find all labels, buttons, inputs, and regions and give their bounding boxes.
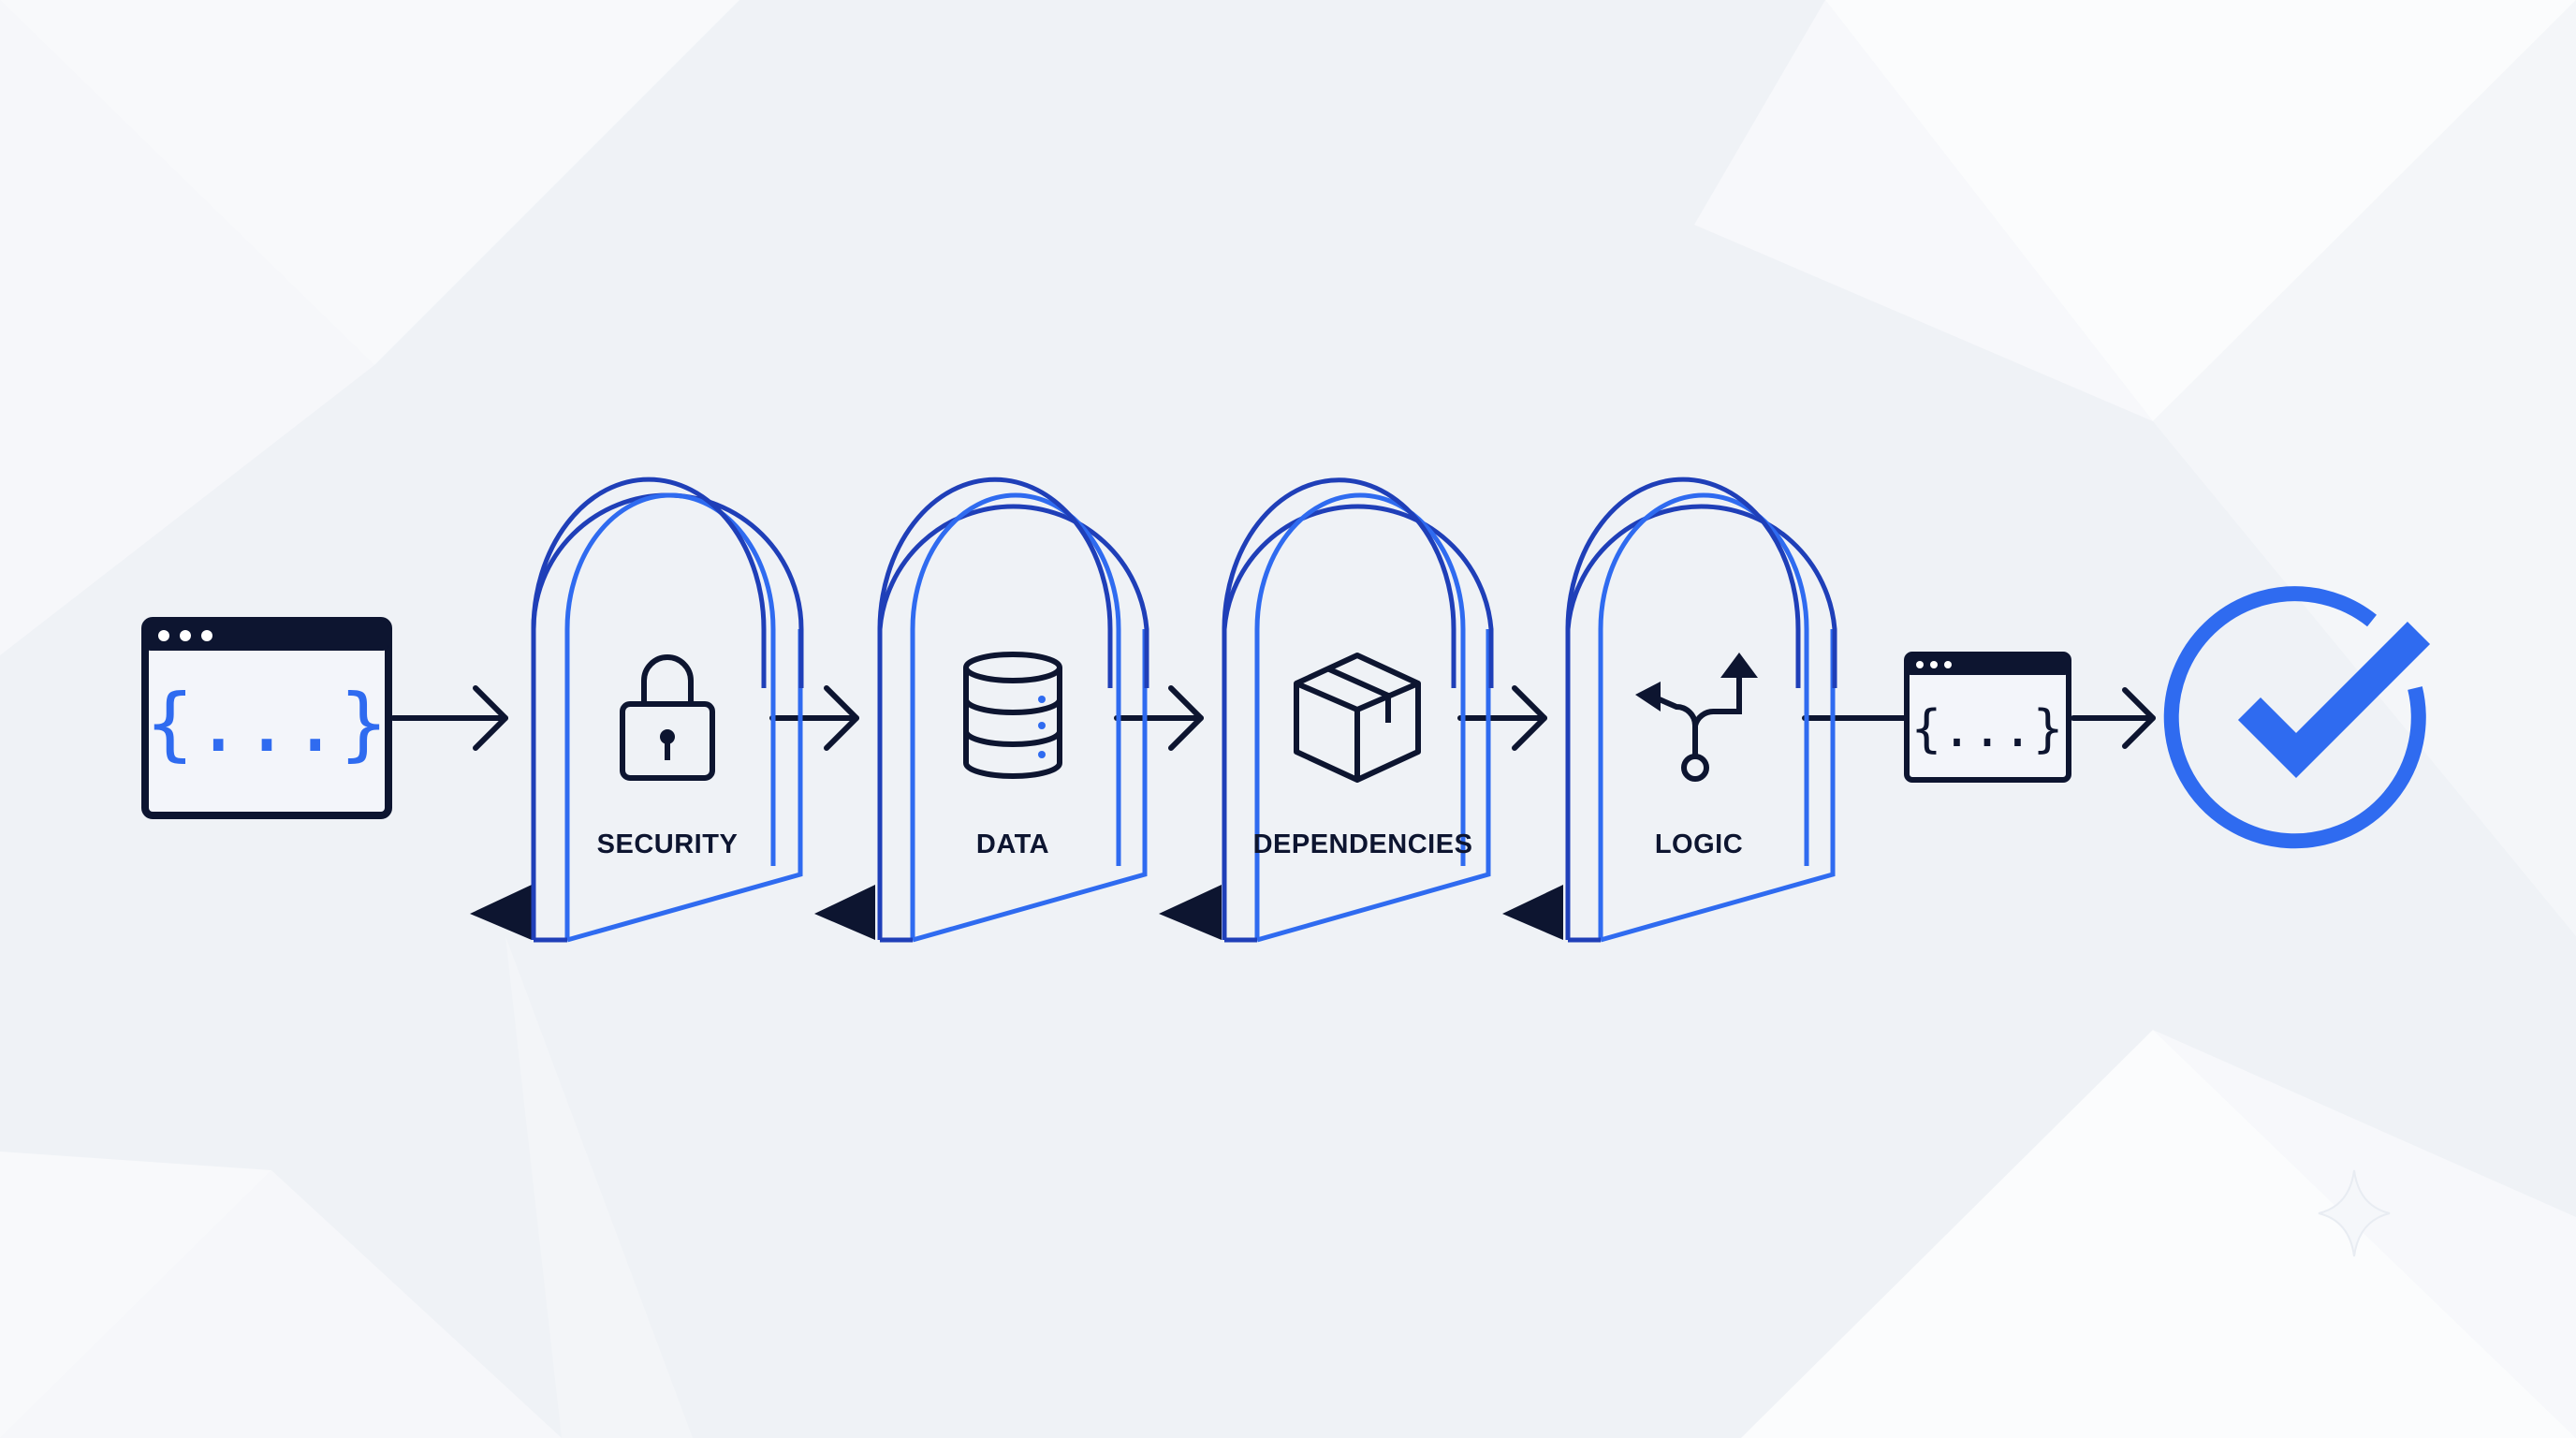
sparkle-watermark [2318, 1169, 2391, 1257]
arrow-security-to-data [769, 685, 859, 751]
flow-arrows [390, 685, 2156, 751]
checkmark-circle-icon [2163, 586, 2431, 849]
gate-data: DATA [814, 477, 1149, 943]
input-code-glyph: {...} [146, 677, 388, 770]
gate-dependencies: DEPENDENCIES [1159, 477, 1494, 943]
lock-icon [620, 654, 715, 781]
gate-label-data: DATA [976, 829, 1049, 859]
branch-icon [1635, 653, 1758, 782]
gate-logic: LOGIC [1502, 477, 1837, 943]
gate-security: SECURITY [470, 477, 804, 943]
database-icon [963, 652, 1062, 779]
arrow-data-to-dependencies [1114, 685, 1204, 751]
gate-label-security: SECURITY [597, 829, 739, 859]
input-code-window: {...} [141, 617, 392, 819]
output-code-window: {...} [1904, 652, 2071, 783]
gate-label-logic: LOGIC [1655, 829, 1743, 859]
arrow-dependencies-to-logic [1457, 685, 1547, 751]
arrow-input-to-security [390, 685, 508, 751]
arrow-output-to-result [2071, 687, 2156, 749]
package-box-icon [1294, 653, 1421, 783]
gate-label-dependencies: DEPENDENCIES [1253, 829, 1473, 859]
output-code-glyph: {...} [1911, 699, 2064, 758]
